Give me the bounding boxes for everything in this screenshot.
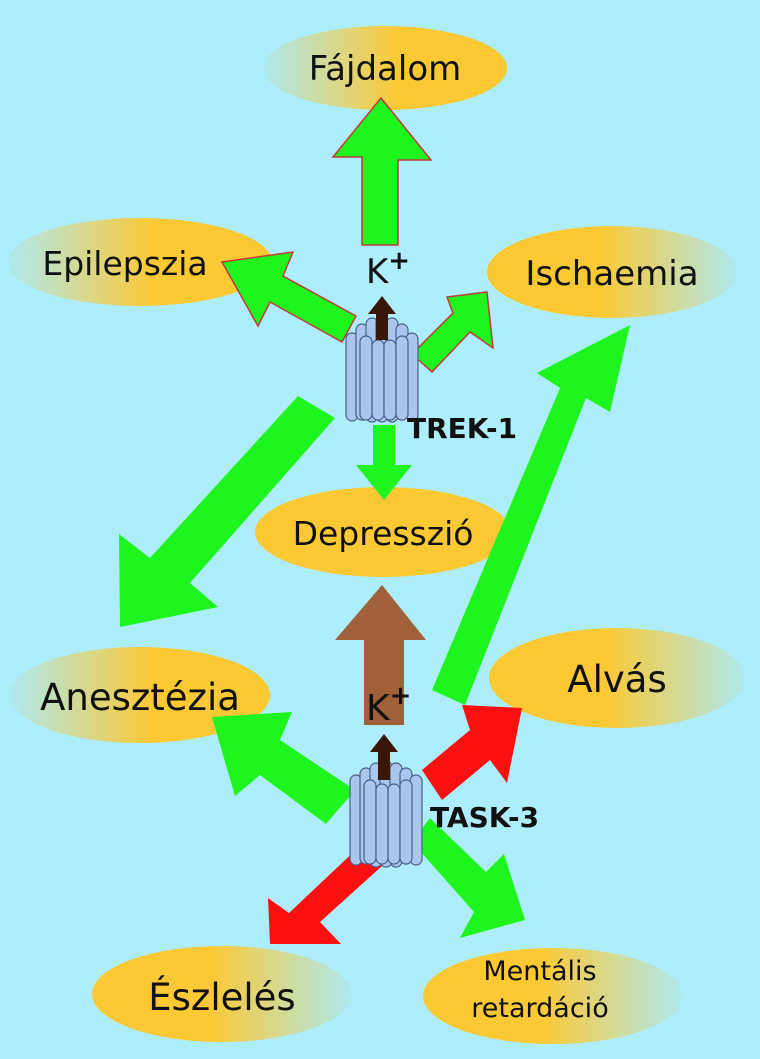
- arrow-task3-to-depresszio: [335, 585, 426, 725]
- channel-task3: K+ TASK-3: [349, 681, 539, 868]
- label-anesztezia: Anesztézia: [40, 676, 240, 719]
- label-fajdalom: Fájdalom: [309, 49, 462, 89]
- trek1-ion-label: K+: [366, 246, 410, 292]
- channel-trek1: K+ TREK-1: [345, 246, 517, 445]
- ion-channel-icon: [349, 760, 423, 868]
- arrow-trek1-to-ischaemia: [410, 291, 494, 374]
- node-epilepszia: Epilepszia: [8, 218, 272, 306]
- arrow-task3-to-mentalis: [412, 818, 525, 938]
- node-fajdalom: Fájdalom: [263, 26, 507, 110]
- ion-channel-icon: [345, 315, 419, 423]
- arrow-task3-to-ischaemia: [432, 325, 630, 705]
- label-ischaemia: Ischaemia: [525, 254, 698, 294]
- label-depresszio: Depresszió: [293, 514, 474, 553]
- label-mentalis-line2: retardáció: [471, 993, 608, 1024]
- task3-label: TASK-3: [430, 801, 539, 834]
- node-eszleles: Észlelés: [92, 946, 352, 1042]
- node-depresszio: Depresszió: [255, 487, 511, 577]
- arrow-task3-to-alvas: [422, 705, 522, 800]
- label-epilepszia: Epilepszia: [42, 244, 207, 283]
- task3-ion-label: K+: [366, 681, 411, 729]
- label-alvas: Alvás: [567, 658, 666, 701]
- arrow-trek1-to-fajdalom: [331, 96, 433, 246]
- ion-flow-arrow-icon: [368, 296, 396, 340]
- node-anesztezia: Anesztézia: [10, 647, 270, 743]
- arrow-trek1-to-depresszio: [356, 425, 412, 500]
- arrow-trek1-to-anesztezia: [119, 396, 335, 627]
- node-alvas: Alvás: [489, 628, 745, 728]
- arrow-task3-to-anesztezia: [212, 712, 355, 824]
- arrow-task3-to-eszleles: [268, 846, 382, 944]
- node-mentalis-retardacio: Mentális retardáció: [423, 948, 683, 1044]
- node-ischaemia: Ischaemia: [487, 226, 737, 318]
- ion-flow-arrow-icon: [370, 734, 398, 780]
- trek1-label: TREK-1: [407, 412, 517, 445]
- label-eszleles: Észlelés: [148, 975, 295, 1019]
- label-mentalis-line1: Mentális: [483, 956, 596, 987]
- arrow-trek1-to-epilepszia: [220, 251, 358, 344]
